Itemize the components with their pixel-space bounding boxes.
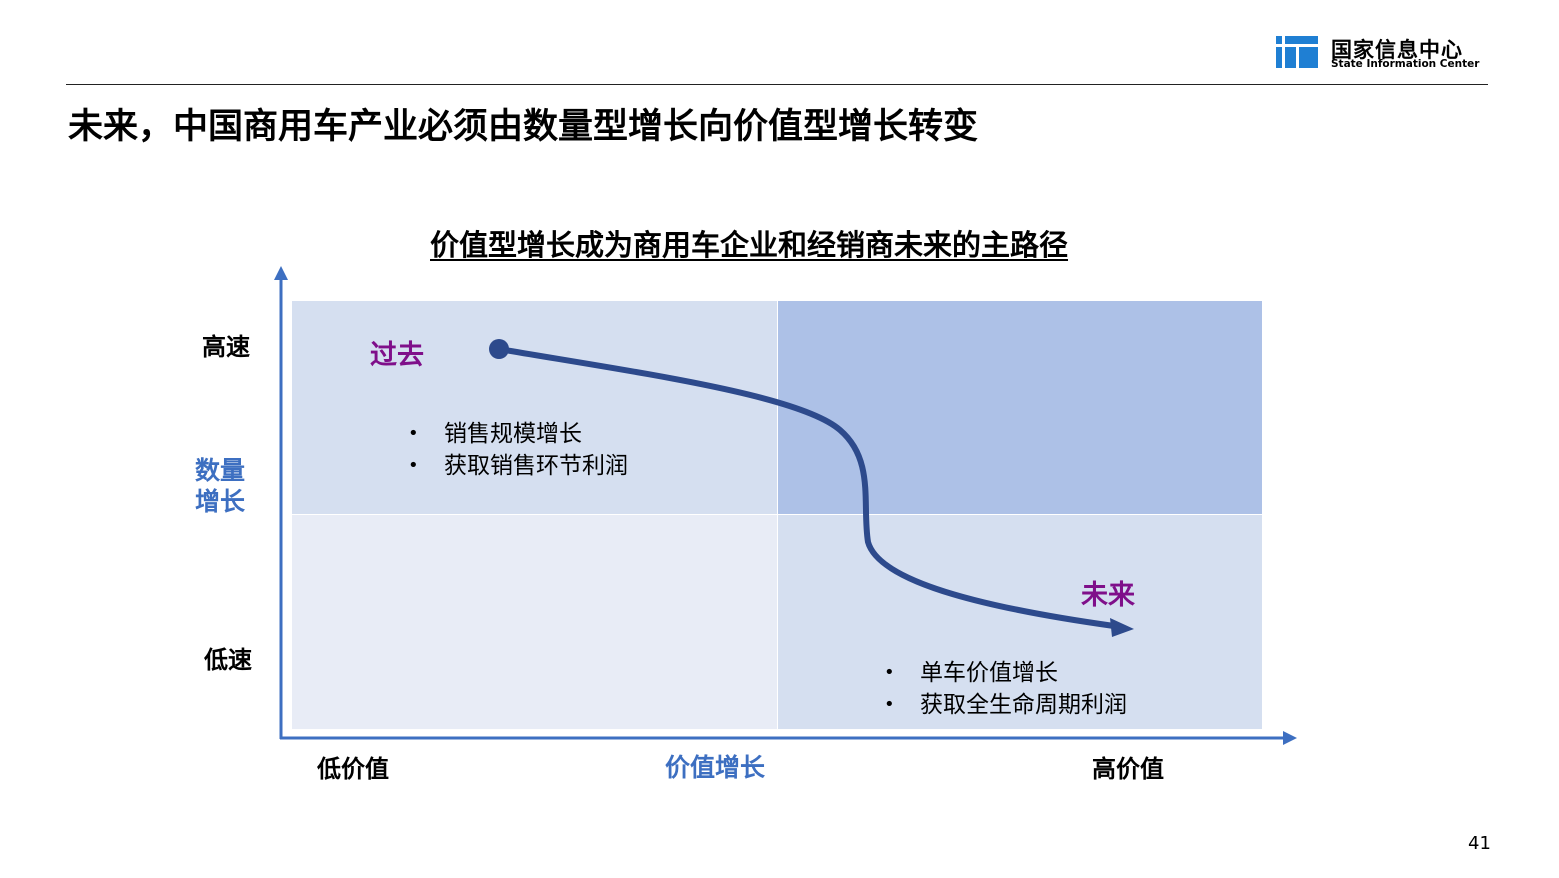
future-bullet-list: 单车价值增长 获取全生命周期利润 (884, 657, 1127, 721)
past-label: 过去 (370, 340, 424, 371)
future-label: 未来 (1081, 580, 1135, 611)
quadrant-bottom-left (292, 515, 777, 729)
logo-english-name: State Information Center (1331, 58, 1480, 70)
diagram-title: 价值型增长成为商用车企业和经销商未来的主路径 (430, 228, 1069, 262)
list-item: 获取全生命周期利润 (884, 689, 1127, 721)
x-low-label: 低价值 (317, 755, 389, 783)
y-high-label: 高速 (202, 333, 250, 361)
page-number: 41 (1468, 833, 1491, 854)
list-item: 单车价值增长 (884, 657, 1127, 689)
list-item: 获取销售环节利润 (408, 450, 628, 482)
y-axis-label: 数量 增长 (195, 456, 246, 516)
list-item: 销售规模增长 (408, 418, 628, 450)
x-high-label: 高价值 (1092, 755, 1164, 783)
past-point-marker (489, 339, 509, 359)
x-axis-arrow-icon (1283, 731, 1297, 745)
y-low-label: 低速 (204, 646, 252, 674)
logo-chinese-name: 国家信息中心 (1331, 37, 1463, 62)
past-bullet-list: 销售规模增长 获取销售环节利润 (408, 418, 628, 482)
x-axis-label: 价值增长 (665, 753, 766, 782)
quadrant-top-right (778, 301, 1262, 514)
transition-curve (496, 346, 1117, 629)
header-divider (66, 84, 1488, 85)
slide-title: 未来，中国商用车产业必须由数量型增长向价值型增长转变 (68, 107, 979, 147)
state-information-center-logo: 国家信息中心 State Information Center (1276, 34, 1496, 74)
future-arrow-icon (1110, 618, 1134, 637)
y-axis-arrow-icon (274, 266, 288, 280)
sic-logo-icon (1276, 36, 1318, 68)
